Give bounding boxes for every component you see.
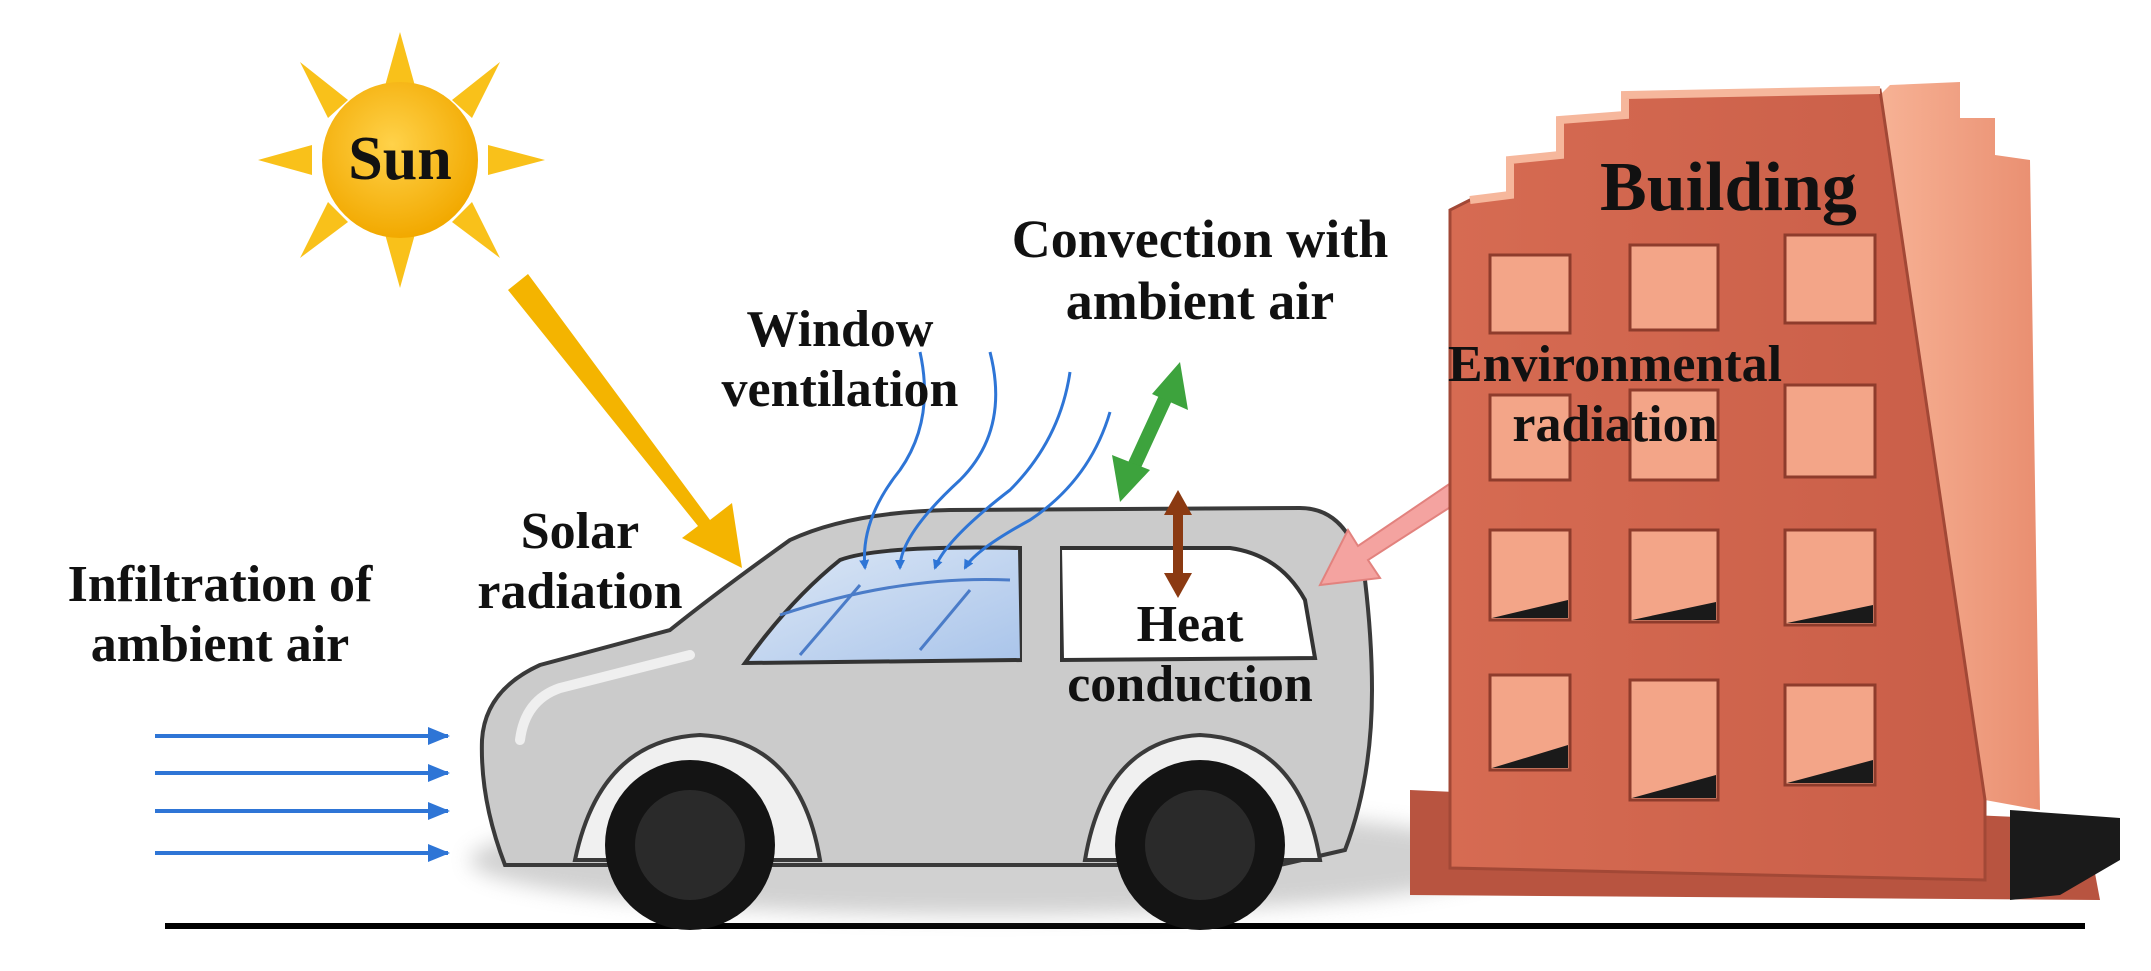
environmental-radiation-label: Environmental radiation (1395, 335, 1835, 455)
convection-label: Convection with ambient air (965, 208, 1435, 332)
infiltration-arrows (155, 727, 450, 862)
solar-radiation-label-line1: Solar (520, 503, 640, 560)
ground-line (165, 923, 2085, 929)
heat-conduction-arrow (1164, 490, 1192, 598)
sun-label: Sun (348, 125, 452, 193)
window-ventilation-label-line2: ventilation (721, 360, 959, 418)
building (1410, 82, 2120, 900)
window-ventilation-arrows (859, 351, 1112, 570)
building-label: Building (1600, 149, 1857, 226)
infiltration-label-line1: Infiltration of (67, 556, 373, 613)
infiltration-label-line2: ambient air (90, 615, 350, 673)
heat-conduction-label: Heat conduction (1030, 595, 1350, 715)
environmental-radiation-label-line1: Environmental (1447, 336, 1783, 393)
infiltration-label: Infiltration of ambient air (20, 555, 420, 675)
convection-label-line1: Convection with (1011, 209, 1389, 269)
solar-radiation-label: Solar radiation (440, 502, 720, 622)
rear-wheel (605, 760, 775, 930)
convection-label-line2: ambient air (1065, 271, 1335, 332)
window-ventilation-label-line1: Window (746, 301, 934, 358)
front-wheel (1115, 760, 1285, 930)
solar-radiation-label-line2: radiation (477, 562, 683, 620)
environmental-radiation-label-line2: radiation (1512, 395, 1718, 453)
convection-arrow (1112, 362, 1188, 502)
car (479, 505, 1375, 930)
window-ventilation-label: Window ventilation (680, 300, 1000, 420)
heat-conduction-label-line1: Heat (1136, 596, 1244, 653)
heat-conduction-label-line2: conduction (1067, 655, 1313, 713)
sun-icon (258, 32, 545, 288)
solar-radiation-arrow (508, 274, 742, 568)
